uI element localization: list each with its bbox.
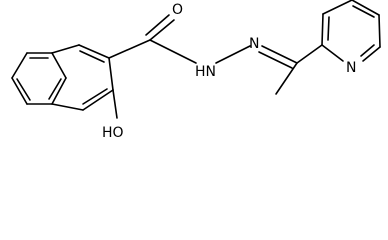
double-bond-inner <box>360 44 375 57</box>
pyridine-ring <box>321 0 381 62</box>
bond <box>321 13 324 46</box>
bond <box>322 0 353 15</box>
carbonyl-double-bond <box>145 14 170 36</box>
bond <box>78 44 110 59</box>
amide-nh-label: HN <box>195 64 216 80</box>
bond <box>362 46 381 62</box>
imine-nitrogen-label: N <box>249 36 259 52</box>
bond <box>351 0 380 16</box>
bond <box>82 89 114 111</box>
carbonyl-oxygen-label: O <box>172 2 183 18</box>
methyl-bond <box>275 62 298 95</box>
naphthalene-left-ring <box>11 52 67 105</box>
bond <box>11 77 28 105</box>
atom-labels: O HN N N HO <box>102 2 356 141</box>
naphthalene-right-ring <box>51 44 114 111</box>
double-bond-inner <box>48 78 62 100</box>
double-bond-inner <box>79 50 105 63</box>
n-n-bond <box>215 45 251 64</box>
bond <box>11 52 28 79</box>
bond <box>51 44 80 54</box>
carbonyl-to-nh-bond <box>149 39 197 64</box>
bond <box>51 52 67 79</box>
bond <box>378 14 381 48</box>
bond <box>51 77 67 105</box>
imine-double-bond <box>261 45 298 64</box>
imine-double-bond <box>258 51 293 69</box>
bond <box>108 57 114 91</box>
hydroxyl-label: HO <box>102 125 124 141</box>
double-bond-inner <box>352 5 375 18</box>
ring-to-carbonyl-bond <box>108 39 151 59</box>
chemical-structure-diagram: O HN N N HO <box>11 0 381 141</box>
double-bond-inner <box>327 16 330 41</box>
imine-to-pyridine-bond <box>296 44 323 64</box>
pyridine-nitrogen-label: N <box>346 60 356 76</box>
double-bond-inner <box>16 78 31 101</box>
double-bond-inner <box>82 88 108 105</box>
bond <box>51 103 84 111</box>
ring-to-hydroxyl-bond <box>112 89 118 119</box>
bond <box>321 44 344 62</box>
carbonyl-double-bond <box>149 19 175 41</box>
substituent-bonds <box>108 14 323 119</box>
